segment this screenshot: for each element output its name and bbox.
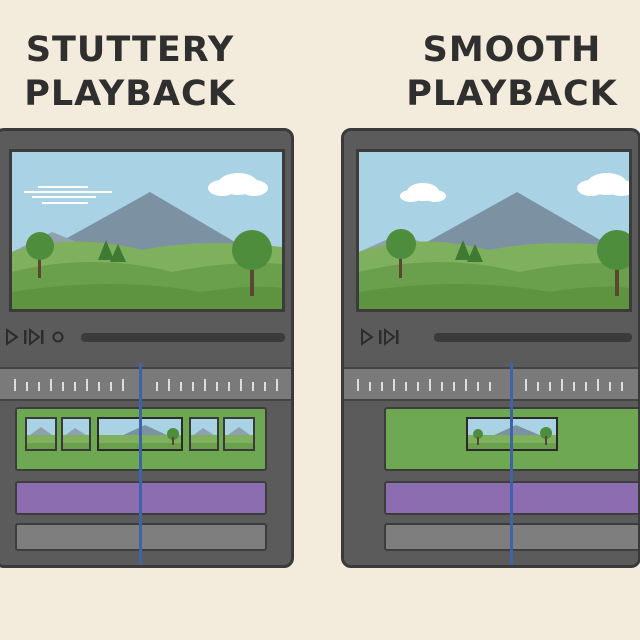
playback-controls bbox=[6, 327, 285, 349]
title-line-2: PLAYBACK bbox=[406, 74, 618, 114]
title-line-1: SMOOTH bbox=[422, 30, 602, 70]
ruler-ticks bbox=[14, 379, 278, 391]
scrub-bar[interactable] bbox=[81, 333, 285, 342]
play-icon[interactable] bbox=[360, 327, 374, 347]
scrub-bar[interactable] bbox=[434, 333, 632, 342]
play-icon[interactable] bbox=[5, 327, 19, 347]
stuttery-editor-window bbox=[0, 128, 294, 568]
playback-controls bbox=[356, 327, 632, 349]
landscape-preview-image bbox=[359, 152, 629, 309]
playhead[interactable] bbox=[139, 363, 142, 565]
timeline-ruler[interactable] bbox=[0, 367, 291, 401]
frame-thumbnail[interactable] bbox=[61, 417, 91, 451]
step-forward-icon[interactable] bbox=[23, 327, 45, 347]
title-line-2: PLAYBACK bbox=[24, 74, 236, 114]
timeline-ruler[interactable] bbox=[344, 367, 638, 401]
video-preview bbox=[9, 149, 285, 312]
title-line-1: STUTTERY bbox=[25, 30, 235, 70]
smooth-editor-window bbox=[341, 128, 640, 568]
record-dot-icon[interactable] bbox=[51, 327, 65, 347]
stuttery-playback-title: STUTTERY PLAYBACK bbox=[0, 28, 280, 116]
frame-thumbnail[interactable] bbox=[223, 417, 255, 451]
ruler-ticks bbox=[357, 379, 623, 391]
smooth-playback-title: SMOOTH PLAYBACK bbox=[362, 28, 640, 116]
landscape-preview-image bbox=[12, 152, 282, 309]
video-preview bbox=[356, 149, 632, 312]
frame-thumbnail[interactable] bbox=[25, 417, 57, 451]
step-forward-icon[interactable] bbox=[378, 327, 400, 347]
playhead[interactable] bbox=[510, 363, 513, 565]
frame-thumbnail[interactable] bbox=[189, 417, 219, 451]
